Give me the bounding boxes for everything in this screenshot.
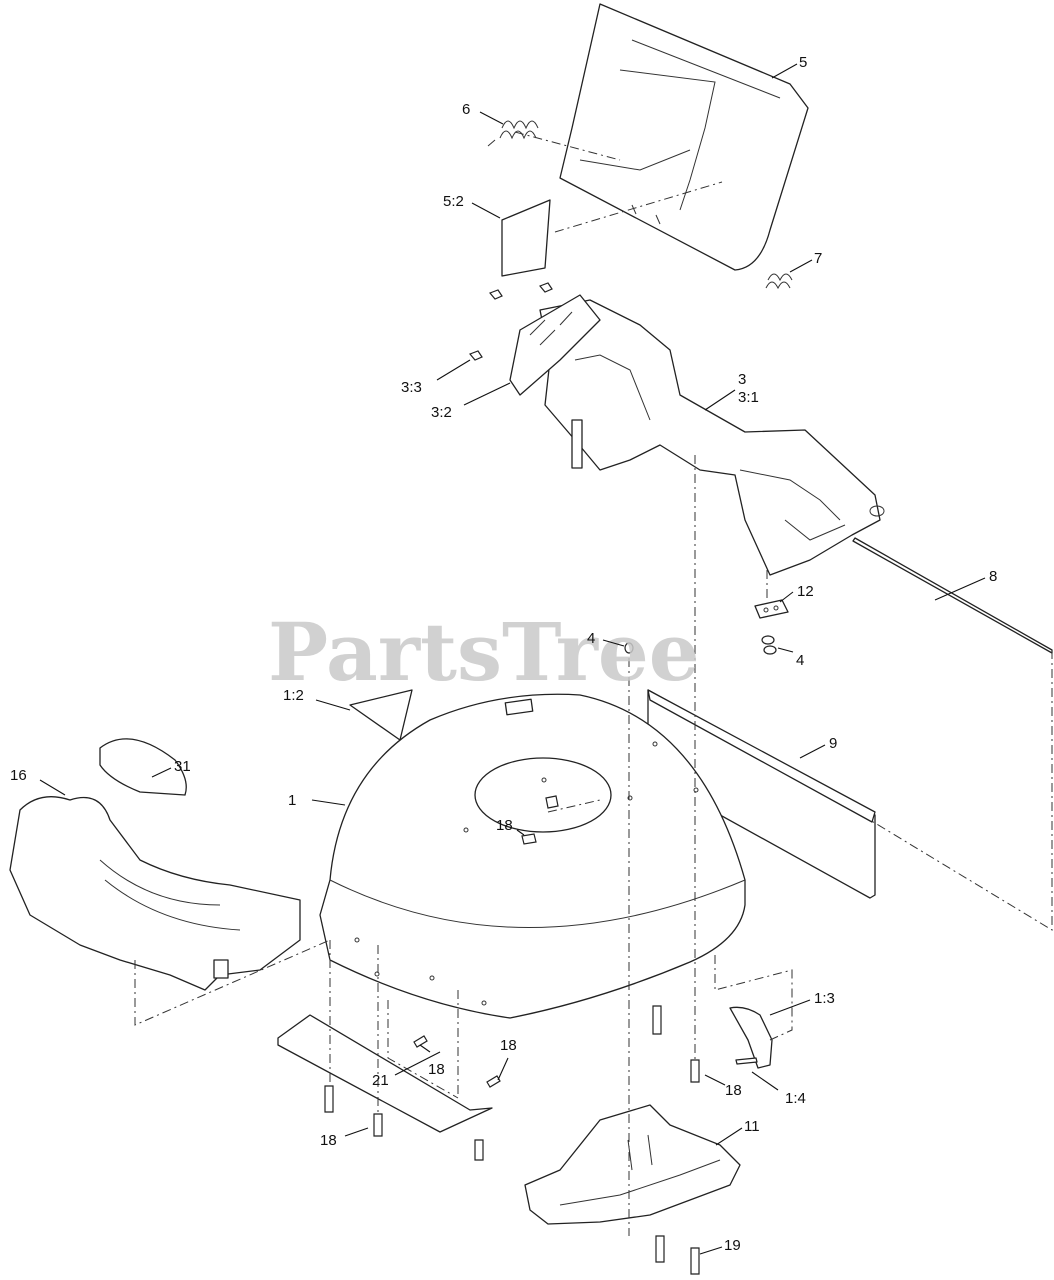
callout-18-right: 18 bbox=[725, 1082, 742, 1099]
callout-12: 12 bbox=[797, 583, 814, 600]
callout-labels: 5 6 5:2 7 3 3:1 3:3 3:2 8 12 4 4 1:2 9 1… bbox=[10, 54, 997, 1254]
part-rear-door bbox=[559, 3, 809, 271]
part-handle bbox=[9, 796, 301, 991]
callout-5: 5 bbox=[799, 54, 807, 71]
part-rod bbox=[852, 537, 1053, 654]
callout-6: 6 bbox=[462, 101, 470, 118]
callout-18-skirt: 18 bbox=[500, 1037, 517, 1054]
part-deck-bolts bbox=[521, 795, 559, 845]
callout-5-2: 5:2 bbox=[443, 193, 464, 210]
callout-3-1: 3:1 bbox=[738, 389, 759, 406]
part-screws bbox=[468, 282, 553, 361]
part-pin bbox=[735, 1057, 758, 1065]
callout-18-left-mid: 18 bbox=[428, 1061, 445, 1078]
part-baffle bbox=[729, 1006, 773, 1069]
callout-21: 21 bbox=[372, 1072, 389, 1089]
callout-19: 19 bbox=[724, 1237, 741, 1254]
part-bottom-bolts bbox=[324, 1005, 700, 1275]
assembly-lines bbox=[134, 131, 1053, 1236]
part-torsion-spring-left bbox=[487, 120, 539, 147]
part-deck-decal bbox=[349, 689, 413, 741]
callout-18-center: 18 bbox=[496, 817, 513, 834]
callout-11: 11 bbox=[744, 1118, 760, 1135]
callout-4-upper: 4 bbox=[587, 630, 595, 647]
callout-1-3: 1:3 bbox=[814, 990, 835, 1007]
callout-3-2: 3:2 bbox=[431, 404, 452, 421]
callout-1-4: 1:4 bbox=[785, 1090, 806, 1107]
part-bracket bbox=[754, 599, 789, 619]
part-grip bbox=[99, 738, 187, 796]
callout-3-3: 3:3 bbox=[401, 379, 422, 396]
callout-3: 3 bbox=[738, 371, 746, 388]
part-mower-deck bbox=[319, 693, 746, 1019]
callout-4-lower: 4 bbox=[796, 652, 804, 669]
watermark-text: PartsTree bbox=[268, 605, 700, 699]
callout-16: 16 bbox=[10, 767, 27, 784]
callout-1: 1 bbox=[288, 792, 296, 809]
callout-1-2: 1:2 bbox=[283, 687, 304, 704]
callout-7: 7 bbox=[814, 250, 822, 267]
callout-18-bottom-left: 18 bbox=[320, 1132, 337, 1149]
part-skirt bbox=[277, 1014, 493, 1133]
part-torsion-spring-right bbox=[765, 273, 793, 290]
callout-31: 31 bbox=[174, 758, 191, 775]
part-nuts bbox=[624, 635, 777, 655]
part-decal bbox=[501, 199, 551, 277]
callout-8: 8 bbox=[989, 568, 997, 585]
part-rear-housing bbox=[509, 294, 885, 576]
part-deflector bbox=[524, 1104, 741, 1225]
leader-lines bbox=[39, 63, 986, 1255]
callout-9: 9 bbox=[829, 735, 837, 752]
